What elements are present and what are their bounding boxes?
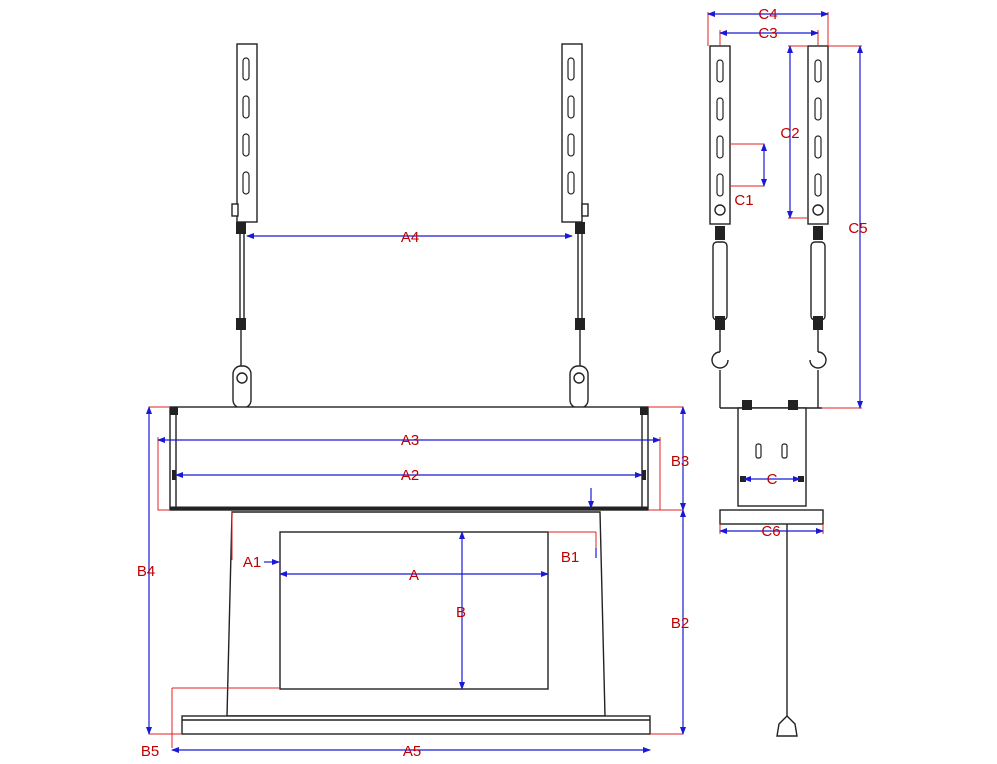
label-b: B: [456, 604, 466, 621]
label-a1: A1: [243, 554, 261, 571]
label-b5: B5: [141, 743, 159, 760]
front-view: A4 A3 A2 A B A1 B1 B4 B3 B2 B5 A5: [137, 43, 689, 760]
dimension-lines: [146, 233, 686, 753]
side-right-turnbuckle: [809, 226, 827, 408]
label-c5: C5: [848, 220, 867, 237]
label-b1: B1: [561, 549, 579, 566]
label-c4: C4: [758, 6, 777, 23]
bottom-bar: [181, 715, 651, 735]
label-a3: A3: [401, 432, 419, 449]
extension-lines: [149, 406, 683, 748]
label-a: A: [409, 567, 419, 584]
front-view-labels: A4 A3 A2 A B A1 B1 B4 B3 B2 B5 A5: [137, 229, 689, 760]
side-bottom-plate: [719, 509, 824, 525]
label-c2: C2: [780, 125, 799, 142]
side-dimension-lines: [707, 11, 863, 534]
label-b4: B4: [137, 563, 155, 580]
label-a4: A4: [401, 229, 419, 246]
label-b3: B3: [671, 453, 689, 470]
side-left-turnbuckle: [711, 226, 729, 408]
label-a5: A5: [403, 743, 421, 760]
side-view: C4 C3 C2 C1 C5 C C6: [707, 6, 868, 737]
right-hanging-bracket: [561, 43, 589, 223]
label-c: C: [767, 471, 778, 488]
left-suspension-rod: [232, 222, 252, 409]
screen-housing: [169, 406, 649, 511]
label-c1: C1: [734, 192, 753, 209]
pull-cord: [776, 524, 798, 737]
label-c6: C6: [761, 523, 780, 540]
label-b2: B2: [671, 615, 689, 632]
side-right-bracket: [807, 45, 829, 225]
screen-fabric: [226, 511, 606, 717]
right-suspension-rod: [569, 222, 589, 409]
side-view-labels: C4 C3 C2 C1 C5 C C6: [734, 6, 867, 540]
left-hanging-bracket: [231, 43, 258, 223]
label-c3: C3: [758, 25, 777, 42]
side-housing: [737, 400, 807, 507]
side-left-bracket: [709, 45, 731, 225]
label-a2: A2: [401, 467, 419, 484]
